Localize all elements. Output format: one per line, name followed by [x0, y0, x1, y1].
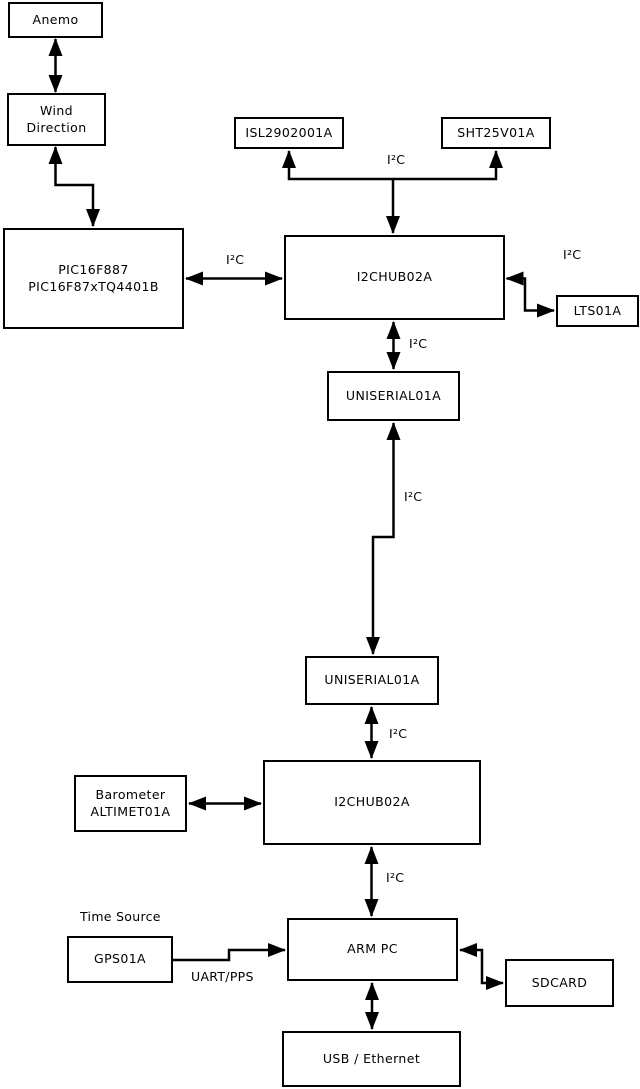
edge-label-uart-pps: UART/PPS — [191, 969, 254, 984]
edge-wind-pic — [48, 146, 100, 227]
box-arm-pc: ARM PC — [287, 918, 458, 981]
edge-label-i2c-long-link: I²C — [404, 489, 423, 504]
edge-label-i2c-hub-armpc: I²C — [386, 870, 405, 885]
edge-label-i2c-lts: I²C — [563, 247, 582, 262]
box-sdcard: SDCARD — [505, 959, 614, 1007]
box-isl2902001a: ISL2902001A — [234, 117, 344, 149]
label-time-source: Time Source — [80, 909, 161, 924]
edge-uniserial-top-uniserial-bottom — [366, 422, 401, 655]
edge-label-i2c-uniserial-hub: I²C — [389, 726, 408, 741]
box-pic16f887: PIC16F887 PIC16F87xTQ4401B — [3, 228, 184, 329]
edge-label-i2c-hub-uniserial: I²C — [409, 336, 428, 351]
box-wind-direction: Wind Direction — [7, 93, 106, 146]
box-uniserial01a-bottom: UNISERIAL01A — [305, 656, 439, 705]
box-anemo: Anemo — [8, 2, 103, 38]
edge-label-i2c-sensor-bus: I²C — [387, 152, 406, 167]
box-sht25v01a: SHT25V01A — [441, 117, 551, 149]
box-uniserial01a-top: UNISERIAL01A — [327, 371, 460, 421]
box-i2chub02a-top: I2CHUB02A — [284, 235, 505, 320]
box-lts01a: LTS01A — [556, 295, 639, 327]
edge-armpc-sdcard — [459, 943, 504, 990]
edge-gps-armpc — [173, 943, 286, 962]
box-i2chub02a-bottom: I2CHUB02A — [263, 760, 481, 845]
edge-label-i2c-pic-hub: I²C — [226, 252, 245, 267]
box-usb-ethernet: USB / Ethernet — [282, 1031, 461, 1087]
box-gps01a: GPS01A — [67, 936, 173, 983]
box-barometer: Barometer ALTIMET01A — [74, 775, 187, 832]
edge-hub-top-lts — [505, 271, 555, 318]
